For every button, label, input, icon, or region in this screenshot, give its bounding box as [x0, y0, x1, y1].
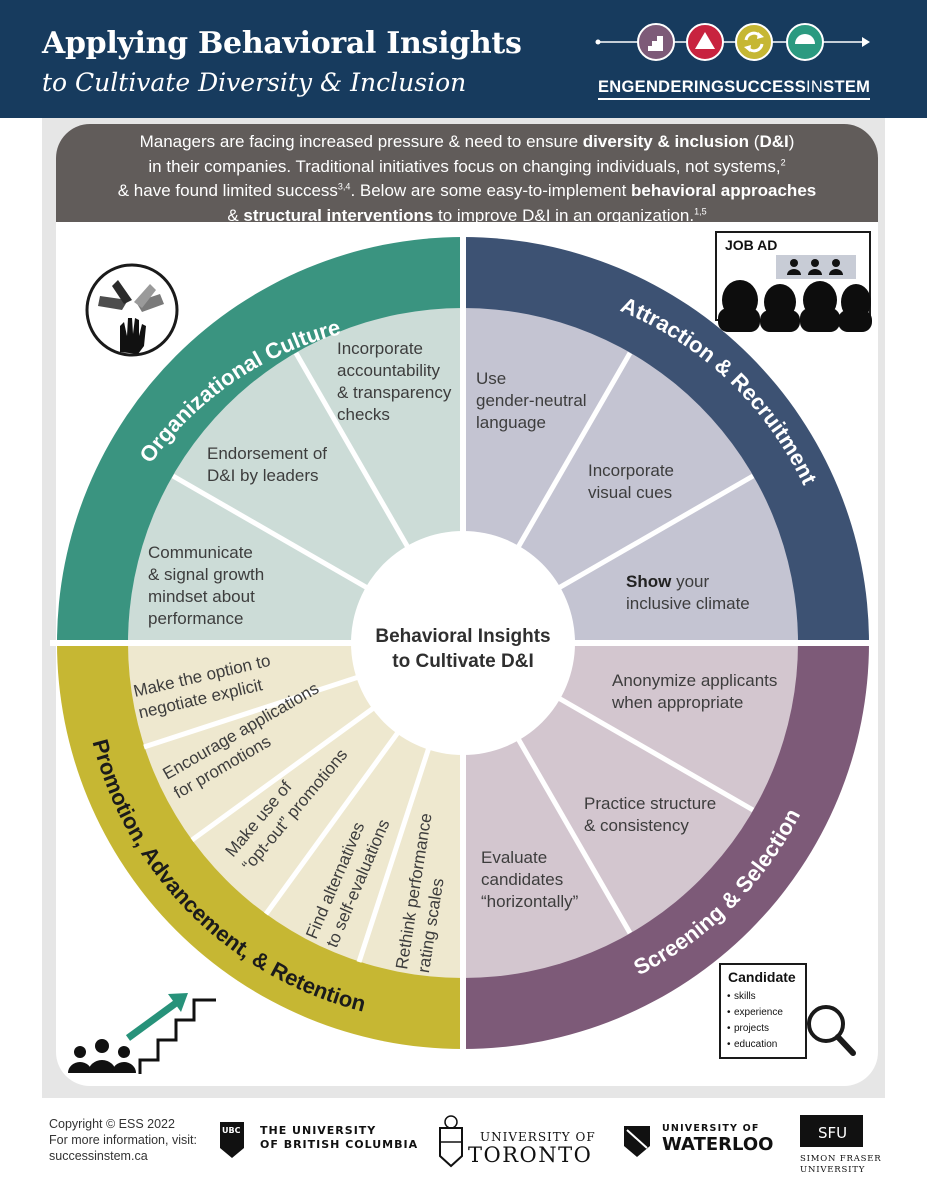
- brand-word-1: ENGENDERING: [598, 78, 725, 96]
- intro-line-1: Managers are facing increased pressure &…: [139, 132, 795, 151]
- sfu-line2: UNIVERSITY: [800, 1165, 865, 1175]
- info-line: For more information, visit:: [49, 1133, 197, 1147]
- svg-text:•: •: [727, 1039, 731, 1050]
- center-label-2: to Cultivate D&I: [392, 651, 533, 672]
- ubc-line2: OF BRITISH COLUMBIA: [260, 1138, 418, 1151]
- brand-word-2: SUCCESS: [724, 78, 807, 96]
- website-link[interactable]: successinstem.ca: [49, 1149, 148, 1163]
- ubc-badge-text: UBC: [222, 1126, 241, 1135]
- waterloo-logo: UNIVERSITY OF WATERLOO: [624, 1123, 773, 1157]
- uoft-line2: TORONTO: [468, 1143, 592, 1167]
- intro-line-3: & have found limited success3,4. Below a…: [117, 181, 817, 200]
- job-ad-label: JOB AD: [725, 237, 777, 253]
- page-title: Applying Behavioral Insights: [42, 26, 522, 61]
- candidate-item: projects: [734, 1023, 769, 1034]
- intro-line-4: & structural interventions to improve D&…: [227, 205, 707, 225]
- header-banner: Applying Behavioral Insights to Cultivat…: [0, 0, 927, 118]
- svg-text:•: •: [727, 1007, 731, 1018]
- ubc-logo: UBC THE UNIVERSITY OF BRITISH COLUMBIA: [220, 1122, 418, 1158]
- page-subtitle: to Cultivate Diversity & Inclusion: [42, 68, 467, 97]
- candidate-item: skills: [734, 991, 756, 1002]
- copyright-line: Copyright © ESS 2022: [49, 1117, 175, 1131]
- triangle-icon: [686, 23, 724, 61]
- brand-word-3: IN: [806, 78, 824, 96]
- uoft-logo: UNIVERSITY OF TORONTO: [439, 1115, 596, 1168]
- magnifier-icon: [807, 1005, 856, 1056]
- center-label-1: Behavioral Insights: [375, 626, 550, 647]
- people-stairs-arrow-icon: [68, 993, 216, 1074]
- job-ad-crowd-icon: JOB AD: [715, 231, 872, 332]
- uoft-line1: UNIVERSITY OF: [480, 1130, 596, 1144]
- brand-underline: [598, 98, 870, 100]
- waterloo-line1: UNIVERSITY OF: [662, 1123, 760, 1134]
- culture-fill: [128, 308, 463, 643]
- intro-line-2: in their companies. Traditional initiati…: [148, 156, 786, 176]
- ess-wordmark: ENGENDERINGSUCCESSINSTEM: [598, 78, 870, 97]
- ubc-line1: THE UNIVERSITY: [260, 1124, 376, 1137]
- dome-icon: [786, 23, 824, 61]
- wheel-center: [351, 531, 575, 755]
- intro-box: Managers are facing increased pressure &…: [56, 124, 878, 225]
- ess-logo-icons: [595, 23, 870, 61]
- screening-item-structure: Practice structure& consistency: [584, 794, 717, 835]
- screening-fill: [463, 643, 798, 978]
- hands-together-icon: [85, 263, 179, 357]
- candidate-title: Candidate: [728, 969, 796, 985]
- brand-word-4: STEM: [823, 78, 871, 96]
- candidate-card: Candidate •skills •experience •projects …: [719, 963, 807, 1059]
- candidate-item: education: [734, 1039, 777, 1050]
- footer-copyright: Copyright © ESS 2022 For more informatio…: [49, 1116, 197, 1164]
- sfu-logo: SFU SIMON FRASER UNIVERSITY: [800, 1115, 881, 1175]
- stairs-icon: [637, 23, 675, 61]
- svg-text:•: •: [727, 1023, 731, 1034]
- waterloo-line2: WATERLOO: [662, 1134, 773, 1155]
- candidate-item: experience: [734, 1007, 783, 1018]
- sfu-line1: SIMON FRASER: [800, 1154, 881, 1164]
- attraction-fill: [463, 308, 798, 643]
- sfu-badge-text: SFU: [818, 1124, 847, 1142]
- cycle-icon: [735, 23, 773, 61]
- svg-text:•: •: [727, 991, 731, 1002]
